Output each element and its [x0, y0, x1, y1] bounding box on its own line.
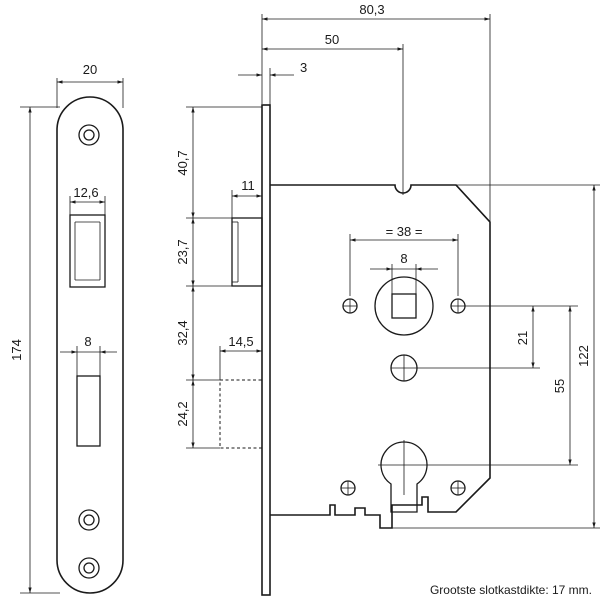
screw-hole	[78, 124, 100, 146]
follower	[374, 276, 434, 336]
dim-label: 21	[515, 331, 530, 345]
bolt-opening	[76, 375, 101, 447]
dim-label: 174	[9, 339, 24, 361]
lock-case	[270, 184, 491, 529]
screw-hole	[78, 557, 100, 579]
dim-right-vertical: 21 55 122	[392, 184, 600, 529]
latch-opening	[69, 214, 106, 288]
dim-label: = 38 =	[386, 224, 423, 239]
faceplate-front-view: 20 12,6 8 174	[9, 62, 124, 594]
dim-label: 3	[300, 60, 307, 75]
case-screw-hole	[340, 480, 356, 496]
dim-bolt-width: 8	[60, 334, 117, 376]
dim-label: 20	[83, 62, 97, 77]
dim-label: 11	[241, 178, 255, 193]
dim-label: 32,4	[175, 320, 190, 345]
screw-hole	[78, 509, 100, 531]
dim-label: 50	[325, 32, 339, 47]
dim-total-height: 174	[9, 106, 60, 594]
dim-latch-width: 12,6	[69, 185, 106, 215]
dim-vertical-chain: 40,7 23,7 32,4 24,2	[175, 106, 262, 449]
dim-bolt-projection: 14,5	[219, 334, 262, 380]
latch-side	[231, 217, 263, 287]
case-screw-hole	[450, 298, 466, 314]
lock-side-view: 80,3 50 3 11 14,5	[175, 2, 600, 596]
dim-label: 55	[552, 379, 567, 393]
dim-label: 12,6	[73, 185, 98, 200]
dim-faceplate-width: 20	[56, 62, 124, 108]
dim-screw-spacing: = 38 =	[349, 224, 459, 296]
dim-label: 40,7	[175, 150, 190, 175]
cylinder-hole	[378, 440, 430, 513]
dim-overall-width: 80,3	[261, 2, 491, 222]
dim-label: 23,7	[175, 239, 190, 264]
case-hole	[390, 354, 418, 382]
bolt-side	[219, 379, 263, 449]
dim-follower-square: 8	[370, 251, 438, 294]
dim-label: 122	[576, 345, 591, 367]
dim-label: 80,3	[359, 2, 384, 17]
dim-faceplate-thickness: 3	[238, 60, 307, 105]
faceplate-side	[261, 104, 271, 596]
dim-latch-projection: 11	[231, 178, 262, 218]
dim-label: 24,2	[175, 401, 190, 426]
dim-backset: 50	[262, 32, 404, 195]
case-screw-hole	[342, 298, 358, 314]
dim-label: 8	[400, 251, 407, 266]
case-screw-hole	[450, 480, 466, 496]
thickness-note: Grootste slotkastdikte: 17 mm.	[430, 583, 592, 597]
dim-label: 14,5	[228, 334, 253, 349]
dim-label: 8	[84, 334, 91, 349]
